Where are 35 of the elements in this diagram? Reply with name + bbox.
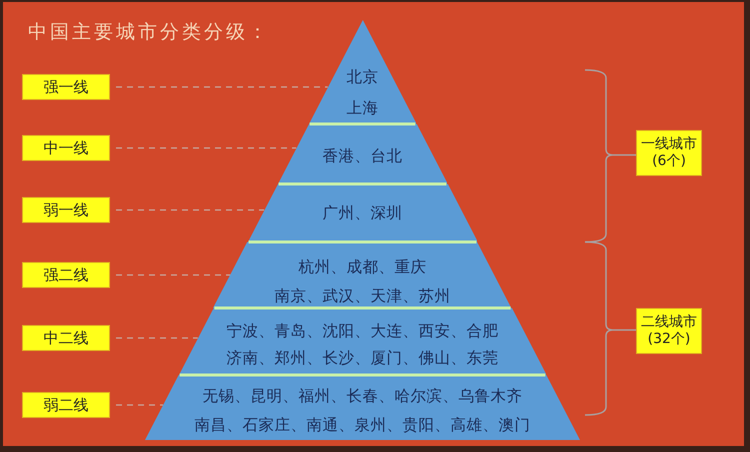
- tier-label-box: 强二线: [22, 262, 110, 288]
- category-label: (32个): [648, 331, 690, 348]
- tier-label-box: 中一线: [22, 135, 110, 161]
- leader-line: [116, 86, 328, 88]
- city-list: 上海: [308, 98, 416, 118]
- tier-label-box: 中二线: [22, 325, 110, 351]
- city-list: 广州、深圳: [248, 203, 478, 223]
- category-box: [636, 130, 702, 176]
- tier-label-box: 弱一线: [22, 197, 110, 223]
- pyramid-band: [145, 375, 580, 440]
- category-label: 二线城市: [641, 314, 697, 331]
- city-list: 济南、郑州、长沙、厦门、佛山、东莞: [178, 348, 546, 368]
- leader-line: [116, 274, 230, 276]
- pyramid-band: [213, 242, 512, 308]
- leader-line: [116, 209, 264, 211]
- pyramid-band: [308, 20, 416, 124]
- category-box: [636, 308, 702, 354]
- pyramid-band: [278, 124, 448, 184]
- city-list: 南京、武汉、天津、苏州: [213, 286, 512, 306]
- tier-label-box: 强一线: [22, 74, 110, 100]
- city-list: 南昌、石家庄、南通、泉州、贵阳、高雄、澳门: [145, 415, 580, 435]
- category-label: 一线城市: [641, 136, 697, 153]
- city-list: 宁波、青岛、沈阳、大连、西安、合肥: [178, 321, 546, 341]
- leader-line: [116, 404, 164, 406]
- title: 中国主要城市分类分级：: [28, 20, 270, 45]
- leader-line: [116, 337, 198, 339]
- pyramid-band: [248, 184, 478, 242]
- pyramid-band: [178, 308, 546, 375]
- city-list: 北京: [308, 67, 416, 87]
- tier-label-box: 弱二线: [22, 392, 110, 418]
- city-list: 无锡、昆明、福州、长春、哈尔滨、乌鲁木齐: [145, 386, 580, 406]
- city-list: 杭州、成都、重庆: [213, 257, 512, 277]
- category-label: (6个): [652, 153, 686, 170]
- city-list: 香港、台北: [278, 146, 448, 166]
- leader-line: [116, 147, 296, 149]
